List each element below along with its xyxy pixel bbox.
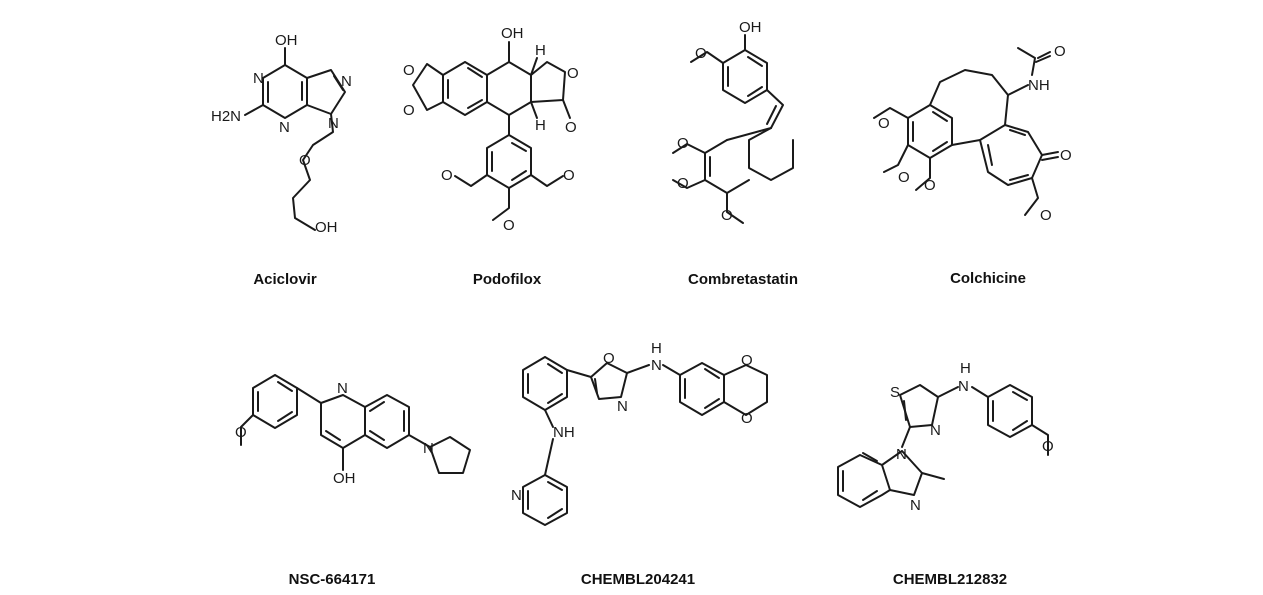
combretastatin-atom-o4: O (721, 207, 733, 224)
podofilox-atom-o7: O (503, 217, 515, 234)
colchicine-atom-o4: O (898, 169, 910, 186)
podofilox-atom-h2: H (535, 117, 546, 134)
colchicine-atom-o2: O (1060, 147, 1072, 164)
podofilox-structure: OH H O O O O H O O O (403, 25, 579, 234)
aciclovir-atom-o: O (299, 152, 311, 169)
chembl212832-atom-n4: N (910, 497, 921, 514)
podofilox-atom-oh: OH (501, 25, 524, 42)
colchicine-atom-nh: NH (1028, 77, 1050, 94)
chembl212832-atom-s: S (890, 384, 900, 401)
chembl212832-atom-h: H (960, 360, 971, 377)
aciclovir-atom-oh2: OH (315, 219, 338, 236)
chembl204241-atom-n1: N (651, 357, 662, 374)
podofilox-atom-o6: O (563, 167, 575, 184)
aciclovir-atom-oh: OH (275, 32, 298, 49)
nsc-atom-oh: OH (333, 470, 356, 487)
caption-chembl212832: CHEMBL212832 (892, 571, 1008, 588)
chembl212832-atom-n1: N (958, 378, 969, 395)
chembl204241-atom-n3: N (511, 487, 522, 504)
chembl212832-atom-o: O (1042, 438, 1054, 455)
chembl212832-structure: S H N N N N O (837, 360, 1054, 514)
podofilox-atom-o3: O (567, 65, 579, 82)
chembl204241-atom-o1: O (603, 350, 615, 367)
caption-aciclovir: Aciclovir (253, 271, 317, 288)
chembl204241-structure: H N O N O O NH N (511, 340, 768, 526)
colchicine-atom-o1: O (1054, 43, 1066, 60)
combretastatin-atom-o3: O (677, 175, 689, 192)
chembl204241-atom-o3: O (741, 410, 753, 427)
caption-combretastatin: Combretastatin (687, 271, 799, 288)
combretastatin-atom-oh: OH (739, 19, 762, 36)
podofilox-atom-o1: O (403, 62, 415, 79)
podofilox-atom-o5: O (441, 167, 453, 184)
caption-podofilox: Podofilox (472, 271, 542, 288)
colchicine-atom-o3: O (878, 115, 890, 132)
chembl212832-atom-n2: N (930, 422, 941, 439)
chembl204241-atom-h: H (651, 340, 662, 357)
podofilox-atom-o4: O (565, 119, 577, 136)
aciclovir-structure: OH N N H2N N N O OH (211, 32, 352, 236)
podofilox-atom-o2: O (403, 102, 415, 119)
colchicine-atom-o5: O (924, 177, 936, 194)
podofilox-atom-h1: H (535, 42, 546, 59)
nsc-atom-n1: N (337, 380, 348, 397)
aciclovir-atom-h2n: H2N (211, 108, 241, 125)
aciclovir-atom-n2: N (341, 73, 352, 90)
aciclovir-atom-n4: N (328, 115, 339, 132)
caption-colchicine: Colchicine (950, 270, 1026, 287)
combretastatin-structure: OH O O O O (672, 19, 794, 224)
aciclovir-atom-n3: N (279, 119, 290, 136)
caption-chembl204241: CHEMBL204241 (580, 571, 696, 588)
colchicine-structure: O NH O O O O O (873, 43, 1072, 224)
combretastatin-atom-o1: O (695, 45, 707, 62)
chembl204241-atom-o2: O (741, 352, 753, 369)
chembl204241-atom-nh: NH (553, 424, 575, 441)
chembl212832-atom-n3: N (896, 446, 907, 463)
caption-nsc-664171: NSC-664171 (288, 571, 376, 588)
nsc-atom-o: O (235, 424, 247, 441)
colchicine-atom-o6: O (1040, 207, 1052, 224)
aciclovir-atom-n1: N (253, 70, 264, 87)
chembl204241-atom-n2: N (617, 398, 628, 415)
nsc-atom-n2: N (423, 440, 434, 457)
nsc-664171-structure: O N OH N (235, 374, 471, 487)
combretastatin-atom-o2: O (677, 135, 689, 152)
